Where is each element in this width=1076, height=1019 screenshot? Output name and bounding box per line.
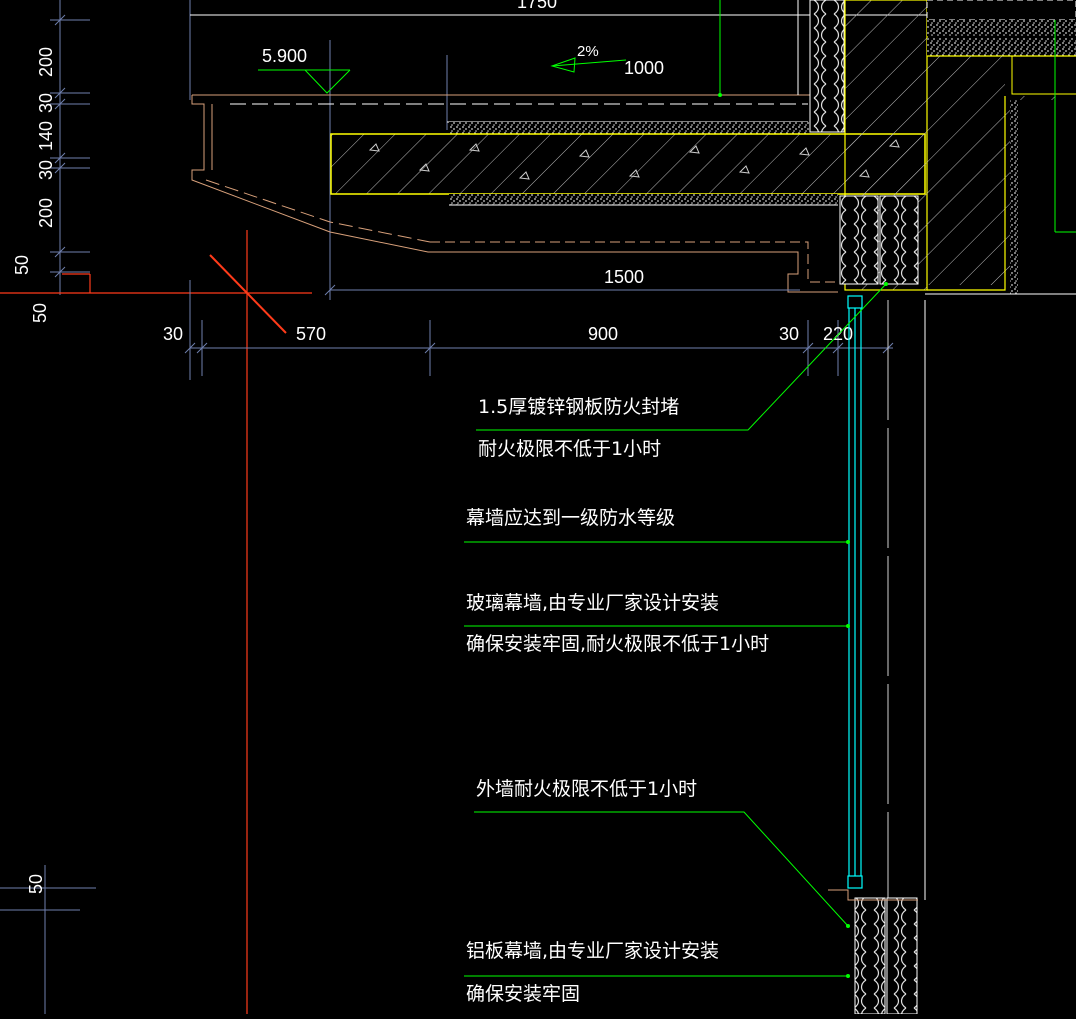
- top-dim-1750: 1750: [517, 0, 557, 12]
- gravel-layer-bottom: [449, 194, 838, 205]
- lower-wall-insulation-right: [886, 897, 918, 1015]
- bottom-dimension-text: 30 570 900 30 220: [163, 324, 853, 344]
- left-dim-140: 140: [36, 121, 56, 151]
- wall-insulation-right: [879, 195, 919, 285]
- upper-right-structure: [925, 0, 1076, 295]
- bottom-dim-220: 220: [823, 324, 853, 344]
- wall-insulation-top: [809, 0, 845, 133]
- left-dimension-text: 200 30 140 30 200 50 50 50: [12, 47, 56, 894]
- lower-wall-insulation-left: [854, 897, 886, 1015]
- note-waterproof-grade: 幕墙应达到一级防水等级: [466, 507, 675, 529]
- dim-1500-line: [324, 284, 800, 296]
- leader-dots: [718, 93, 888, 978]
- note-secure-install: 确保安装牢固: [466, 983, 580, 1005]
- wall-insulation-left: [839, 195, 879, 285]
- note-aluminum-curtain: 铝板幕墙,由专业厂家设计安装: [466, 940, 719, 962]
- bottom-dim-30-a: 30: [163, 324, 183, 344]
- note-fire-seal: 1.5厚镀锌钢板防火封堵: [478, 396, 679, 418]
- glass-curtain-wall: [847, 295, 863, 889]
- bottom-dim-30-b: 30: [779, 324, 799, 344]
- note-fire-rating-1: 耐火极限不低于1小时: [478, 438, 661, 460]
- left-dim-30-a: 30: [36, 93, 56, 113]
- bottom-dim-570: 570: [296, 324, 326, 344]
- left-dim-200-top: 200: [36, 47, 56, 77]
- note-glass-curtain: 玻璃幕墙,由专业厂家设计安装: [466, 592, 719, 614]
- slope-label: 2%: [577, 43, 599, 60]
- concrete-slab: [330, 133, 926, 195]
- dim-1000: 1000: [624, 58, 664, 78]
- annotations: 1.5厚镀锌钢板防火封堵 耐火极限不低于1小时 幕墙应达到一级防水等级 玻璃幕墙…: [466, 396, 769, 1005]
- left-dim-50-lower: 50: [26, 874, 46, 894]
- left-dim-50-a: 50: [12, 255, 32, 275]
- elevation-mark: 5.900: [258, 46, 351, 94]
- top-lines: [189, 0, 930, 300]
- dim-1500: 1500: [604, 267, 644, 287]
- note-exterior-wall: 外墙耐火极限不低于1小时: [476, 778, 697, 800]
- slope-arrow: 2%: [550, 43, 627, 73]
- leader-lines: [464, 283, 887, 977]
- roof-lines: [192, 94, 840, 123]
- left-dim-50-b: 50: [30, 303, 50, 323]
- left-dimension-chain: [0, 0, 96, 1014]
- eave-outline: [191, 95, 838, 293]
- elevation-value: 5.900: [262, 46, 307, 66]
- gravel-layer-top: [449, 122, 809, 134]
- note-secure-fire: 确保安装牢固,耐火极限不低于1小时: [466, 633, 769, 655]
- bottom-dim-900: 900: [588, 324, 618, 344]
- left-dim-30-b: 30: [36, 160, 56, 180]
- red-reference-lines: [0, 230, 312, 1014]
- left-dim-200-bottom: 200: [36, 198, 56, 228]
- slab-aggregate: [368, 139, 900, 180]
